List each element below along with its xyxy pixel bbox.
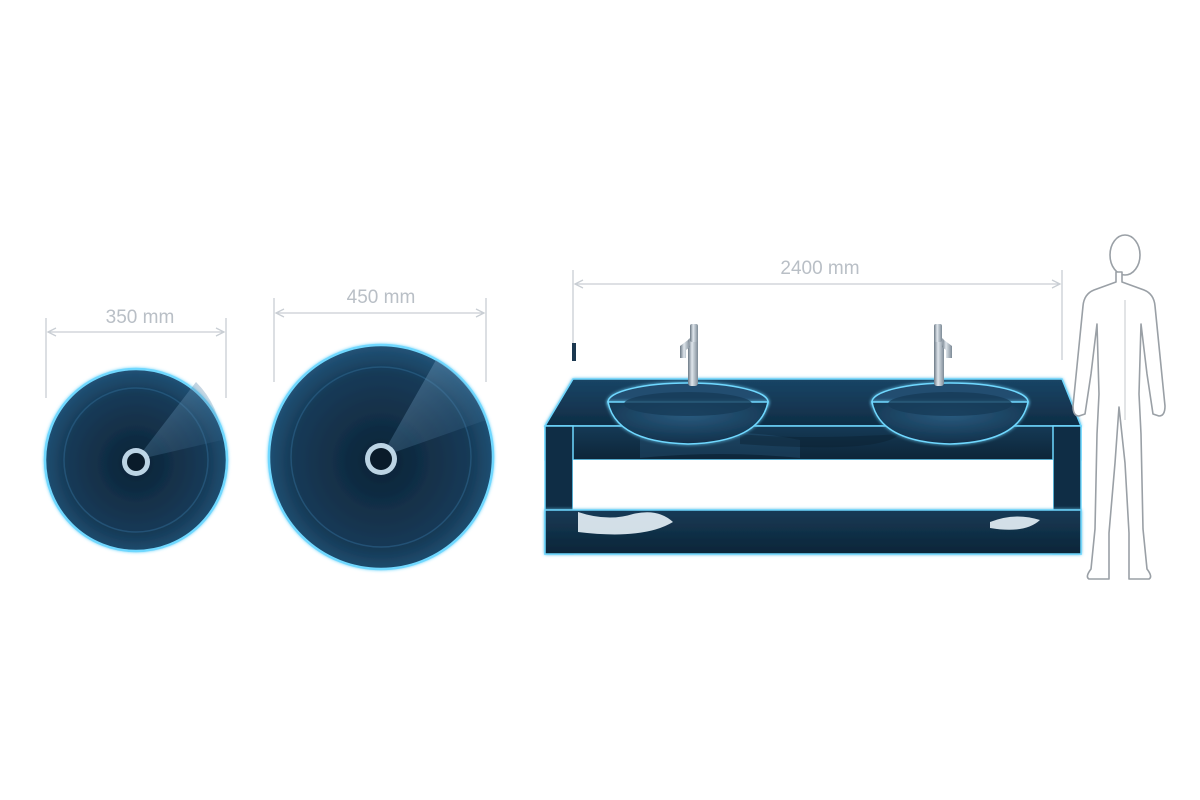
vanity-group: 2400 mm [543,258,1083,555]
right-sink [871,382,1029,445]
right-faucet-icon [934,324,952,386]
large-basin-dimension-label: 450 mm [347,287,416,308]
small-basin-dimension-label: 350 mm [106,307,175,328]
small-basin-group: 350 mm [43,307,229,553]
vanity-dimension-label: 2400 mm [780,258,859,279]
large-basin-dimension: 450 mm [273,287,487,382]
vanity-dimension: 2400 mm [572,258,1063,361]
small-basin [43,367,229,553]
large-basin-group: 450 mm [267,287,495,571]
left-sink [607,382,769,445]
human-scale-silhouette-icon [1072,234,1166,580]
left-faucet-icon [680,324,698,386]
small-basin-dimension: 350 mm [45,307,227,398]
large-basin [267,343,495,571]
